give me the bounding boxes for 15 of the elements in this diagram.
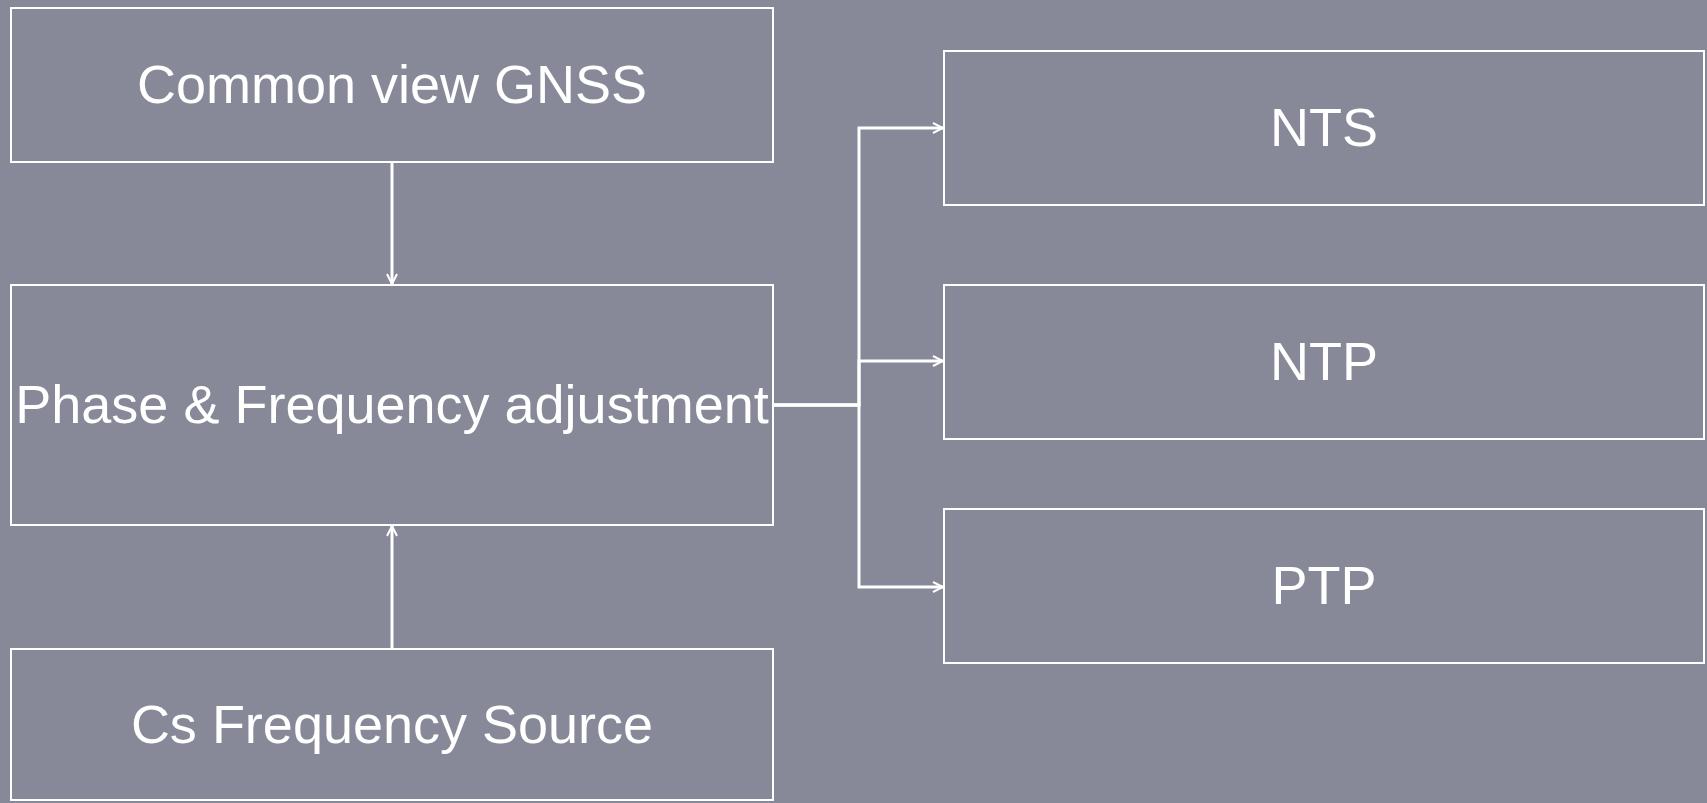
box-label: NTS: [1270, 96, 1378, 160]
process-box: [10, 7, 774, 163]
arrow: [386, 525, 398, 648]
process-box: [943, 50, 1705, 206]
process-box: [943, 284, 1705, 440]
box-label: Phase & Frequency adjustment: [15, 373, 769, 437]
process-box: [10, 648, 774, 801]
box-label: Cs Frequency Source: [130, 692, 654, 756]
process-box: [10, 284, 774, 526]
box-label: PTP: [1271, 554, 1377, 618]
arrow: [774, 403, 944, 593]
process-box: [943, 508, 1705, 664]
box-label: NTP: [1270, 330, 1378, 394]
arrow: [386, 163, 398, 285]
box-label: Common view GNSS: [136, 53, 648, 117]
